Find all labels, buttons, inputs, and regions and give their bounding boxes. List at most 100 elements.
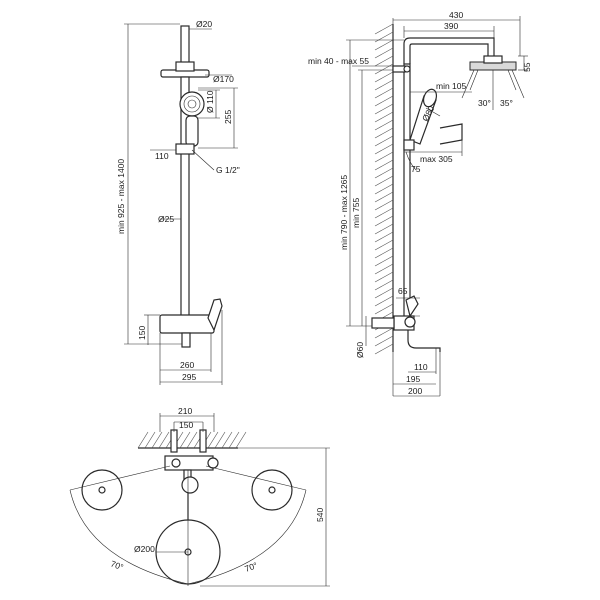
hatch-line: [374, 159, 394, 171]
hatch-line: [374, 287, 394, 299]
hatch-line: [374, 223, 394, 235]
side-dim-angle-right: 35°: [500, 98, 513, 108]
hatch-line: [374, 255, 394, 267]
hatch-line: [214, 431, 226, 449]
hatch-line: [235, 431, 247, 449]
front-dim-mixer-h: 150: [137, 326, 147, 340]
top-head-left: [81, 469, 123, 511]
hatch-line: [374, 135, 394, 147]
side-dim-arm-outer: 430: [449, 10, 463, 20]
hatch-line: [151, 431, 163, 449]
front-dim-head: Ø170: [213, 74, 234, 84]
hatch-line: [374, 63, 394, 75]
side-dim-height-total: min 790 - max 1265: [339, 175, 349, 250]
side-wall-hatch: [374, 23, 394, 355]
hatch-line: [374, 87, 394, 99]
top-dim-angle-right: 70°: [243, 560, 259, 574]
hatch-line: [374, 119, 394, 131]
side-dim-spout-h: 65: [398, 286, 408, 296]
hatch-line: [374, 215, 394, 227]
top-dim-angle-left: 70°: [109, 558, 125, 572]
hatch-line: [374, 207, 394, 219]
hatch-line: [374, 55, 394, 67]
hatch-line: [374, 95, 394, 107]
top-head-right: [251, 469, 293, 511]
hatch-line: [374, 279, 394, 291]
side-dim-angle-left: 30°: [478, 98, 491, 108]
side-view: 430 390 min 40 - max 55 55 30° 35° min 1…: [308, 10, 532, 397]
front-hand-shower: [179, 91, 205, 117]
hatch-line: [186, 431, 198, 449]
hatch-line: [221, 431, 233, 449]
front-mixer-body: [159, 314, 215, 334]
hatch-line: [374, 47, 394, 59]
hatch-line: [374, 199, 394, 211]
top-dim-head-dia: Ø200: [134, 544, 155, 554]
hatch-line: [374, 303, 394, 315]
top-view: 210 150 540 Ø200 70° 70°: [69, 406, 330, 587]
hatch-line: [137, 431, 149, 449]
front-holder: [175, 143, 195, 155]
hatch-line: [374, 343, 394, 355]
hatch-line: [374, 23, 394, 35]
side-dim-spout-dia: Ø60: [355, 342, 365, 358]
hatch-line: [374, 31, 394, 43]
front-dim-rod: Ø25: [158, 214, 174, 224]
hatch-line: [374, 143, 394, 155]
hatch-line: [374, 335, 394, 347]
top-wall-hatch: [137, 431, 247, 449]
hatch-line: [374, 39, 394, 51]
side-main-rod: [403, 63, 411, 323]
side-dim-bracket: min 40 - max 55: [308, 56, 369, 66]
hatch-line: [374, 239, 394, 251]
front-dim-hand-shower: Ø 110: [205, 90, 215, 113]
hatch-line: [374, 263, 394, 275]
hatch-line: [374, 295, 394, 307]
side-dim-arm-inner: 390: [444, 21, 458, 31]
hatch-line: [158, 431, 170, 449]
top-dim-150: 150: [179, 420, 193, 430]
side-shower-arm: [403, 37, 495, 64]
side-dim-head-h: 55: [522, 62, 532, 72]
front-dim-hand-len: 255: [223, 110, 233, 124]
hatch-line: [374, 71, 394, 83]
front-dim-thread: G 1/2": [216, 165, 240, 175]
front-mixer-lever: [207, 298, 223, 332]
hatch-line: [179, 431, 191, 449]
hatch-line: [374, 327, 394, 339]
top-dim-210: 210: [178, 406, 192, 416]
side-dim-spout-195: 195: [406, 374, 420, 384]
hatch-line: [374, 127, 394, 139]
hatch-line: [374, 271, 394, 283]
hatch-line: [207, 431, 219, 449]
hatch-line: [374, 167, 394, 179]
top-dim-540: 540: [315, 508, 325, 522]
hatch-line: [374, 79, 394, 91]
hatch-line: [374, 247, 394, 259]
hatch-line: [228, 431, 240, 449]
hatch-line: [374, 151, 394, 163]
side-dim-angle-hand: 75: [411, 164, 421, 174]
front-dim-total-height: min 925 - max 1400: [116, 159, 126, 234]
front-dim-width-outer: 295: [182, 372, 196, 382]
side-dim-spout-200: 200: [408, 386, 422, 396]
side-spout: [407, 330, 441, 352]
front-dim-width-inner: 260: [180, 360, 194, 370]
side-dim-height-inner: min 755: [351, 197, 361, 228]
hatch-line: [374, 111, 394, 123]
hatch-line: [144, 431, 156, 449]
hatch-line: [374, 191, 394, 203]
front-top-pipe: [180, 25, 190, 67]
side-dim-spout-110: 110: [414, 362, 428, 372]
hatch-line: [374, 103, 394, 115]
side-dim-hose-reach: max 305: [420, 154, 453, 164]
side-dim-hand-reach: min 105: [436, 81, 467, 91]
front-view: min 925 - max 1400 Ø20 Ø170 Ø 110 255 11…: [116, 19, 240, 385]
front-dim-holder: 110: [155, 151, 169, 161]
hatch-line: [374, 183, 394, 195]
hatch-line: [374, 231, 394, 243]
front-dim-top-pipe: Ø20: [196, 19, 212, 29]
front-spout: [181, 332, 191, 348]
hatch-line: [374, 175, 394, 187]
